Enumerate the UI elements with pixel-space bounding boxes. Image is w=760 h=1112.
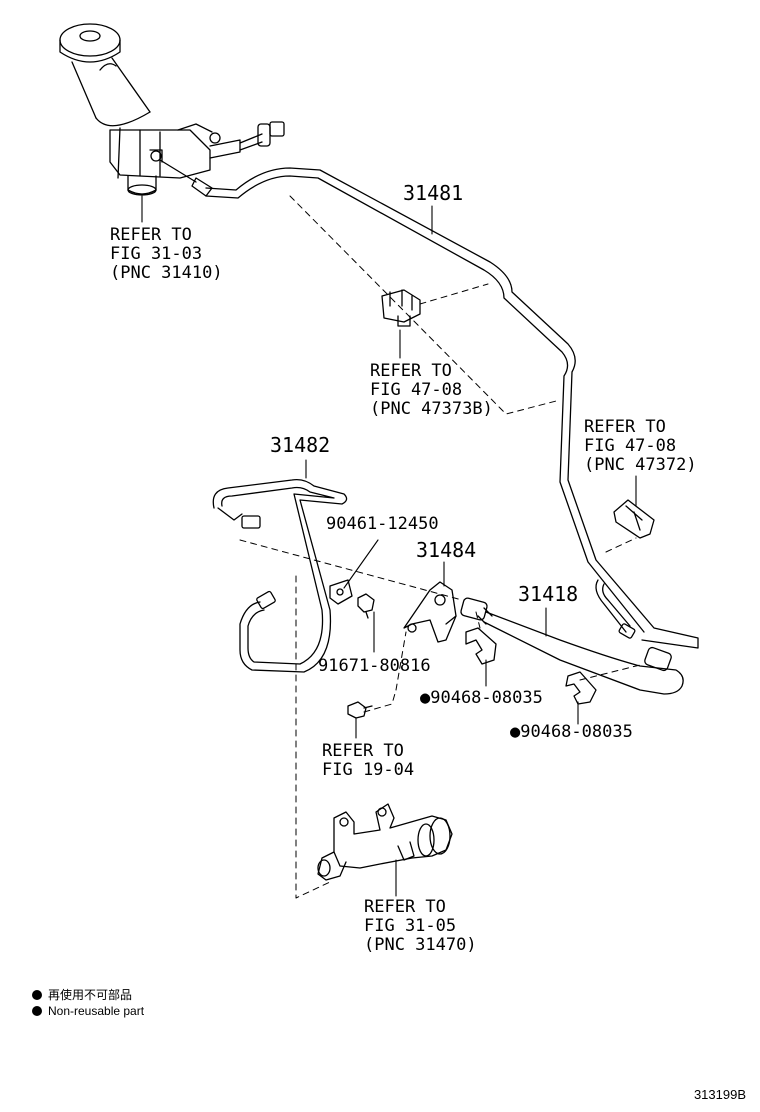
clutch-tube-31482 (213, 480, 346, 672)
reference-fig-31-05[interactable]: REFER TO FIG 31-05 (PNC 31470) (364, 897, 477, 955)
part-number-90468-08035-b[interactable]: ●90468-08035 (510, 722, 633, 742)
bolt-fig-19-04 (348, 702, 372, 718)
bolt-91671-80816 (358, 594, 374, 618)
clutch-master-cylinder (60, 24, 284, 195)
figure-id: 313199B (693, 1087, 746, 1102)
clip-90468-08035-b (566, 672, 596, 704)
leader-lines (142, 196, 636, 896)
flexible-hose-31418 (460, 597, 683, 694)
part-number-31481[interactable]: 31481 (403, 181, 464, 205)
clip-90468-08035-a (466, 628, 496, 664)
legend-line-japanese: 再使用不可部品 (32, 988, 132, 1002)
part-number-90468-08035-a[interactable]: ●90468-08035 (420, 688, 543, 708)
clutch-release-cylinder (318, 804, 452, 880)
bracket-31484 (404, 582, 456, 642)
legend-line-english: Non-reusable part (32, 1004, 144, 1018)
part-number-90461-12450[interactable]: 90461-12450 (326, 514, 439, 534)
reference-fig-31-03[interactable]: REFER TO FIG 31-03 (PNC 31410) (110, 225, 223, 283)
dashed-reference-lines (240, 196, 644, 898)
part-number-31484[interactable]: 31484 (416, 538, 477, 562)
part-number-31482[interactable]: 31482 (270, 433, 331, 457)
clutch-tube-31481 (160, 160, 698, 648)
tube-clamp-47372 (614, 500, 654, 538)
part-number-91671-80816[interactable]: 91671-80816 (318, 656, 431, 676)
bullet-dot-icon (32, 990, 42, 1000)
reference-fig-47-08-47372[interactable]: REFER TO FIG 47-08 (PNC 47372) (584, 417, 697, 475)
part-number-31418[interactable]: 31418 (518, 582, 579, 606)
tube-clamp-47373b (382, 290, 420, 326)
legend-text-japanese: 再使用不可部品 (48, 988, 133, 1002)
bullet-dot-icon (32, 1006, 42, 1016)
reference-fig-19-04[interactable]: REFER TO FIG 19-04 (322, 741, 415, 780)
clip-90461-12450 (330, 580, 352, 604)
legend-text-english: Non-reusable part (48, 1004, 145, 1018)
reference-fig-47-08-47373b[interactable]: REFER TO FIG 47-08 (PNC 47373B) (370, 361, 493, 419)
